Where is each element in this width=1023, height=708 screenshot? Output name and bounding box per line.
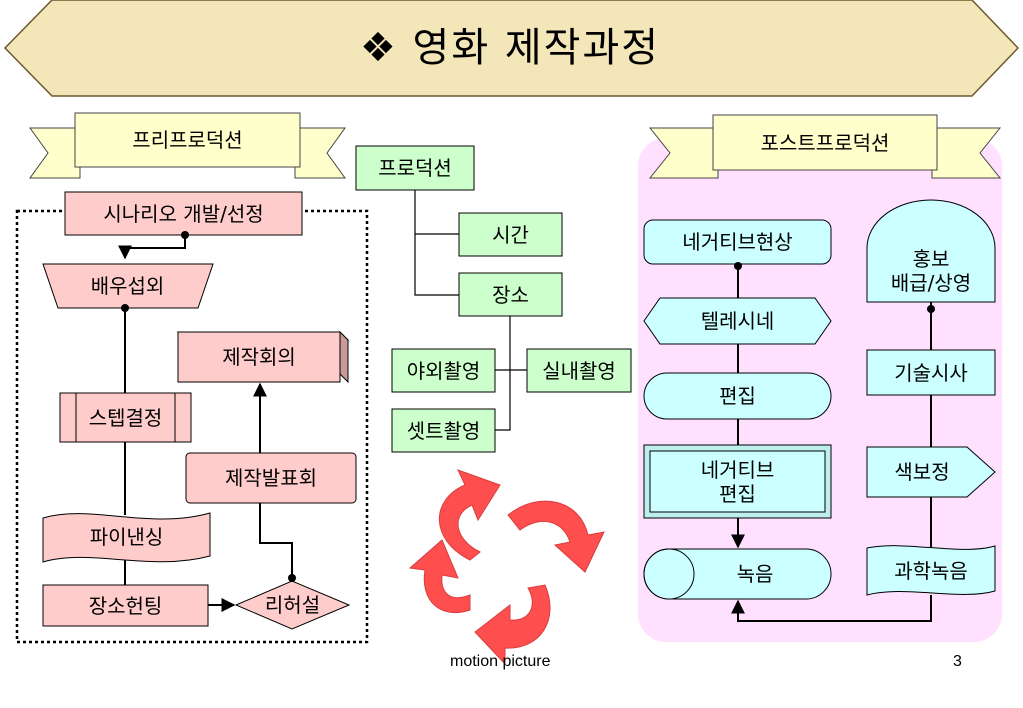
outdoor-label: 야외촬영 (406, 358, 481, 383)
rehearsal-diamond (234, 580, 351, 630)
negative-edit-box (643, 444, 832, 519)
storyboard-process (59, 392, 192, 443)
conn-scenario-casting (118, 235, 186, 260)
casting-label: 배우섭외 (90, 274, 165, 298)
page-number: 3 (953, 653, 962, 670)
indoor-box (526, 348, 632, 393)
production-root-label: 프로덕션 (378, 156, 452, 180)
recording-label: 녹음 (736, 562, 774, 586)
financing-label: 파이낸싱 (89, 525, 164, 549)
color-grading-label: 색보정 (894, 460, 950, 484)
motion-arrows-graphic (408, 469, 605, 666)
indoor-label: 실내촬영 (542, 358, 616, 383)
meeting-label: 제작회의 (222, 345, 296, 369)
outdoor-box (391, 348, 496, 393)
negative-dev-label: 네거티브현상 (682, 230, 793, 254)
pre-production-ribbon-label: 프리프로덕션 (132, 128, 243, 152)
rehearsal-label: 리허설 (264, 593, 321, 617)
location-hunting-label: 장소헌팅 (88, 593, 163, 618)
set-label: 셋트촬영 (406, 418, 481, 443)
promo-delay-shape (866, 199, 996, 303)
telecine-label: 텔레시네 (700, 309, 775, 333)
sci-recording-document (866, 545, 996, 596)
scenario-label: 시나리오 개발/선정 (103, 201, 264, 226)
casting-parallelogram (42, 263, 214, 309)
conn-rehearsal-presentation (259, 503, 293, 581)
tech-screening-label: 기술시사 (894, 360, 968, 385)
place-label: 장소 (492, 282, 529, 307)
telecine-hexagon (643, 297, 832, 345)
financing-document (42, 512, 211, 563)
set-box (391, 408, 496, 453)
recording-storage (643, 548, 832, 600)
promo-label: 홍보 배급/상영 (890, 247, 972, 295)
presentation-label: 제작발표회 (225, 466, 317, 490)
tree-root-line (414, 190, 459, 296)
presentation-box (185, 452, 357, 504)
storyboard-label: 스텝결정 (88, 405, 163, 430)
post-ribbon-shape (648, 114, 1002, 179)
negative-edit-label: 네거티브 편집 (700, 457, 775, 506)
slide-title: ❖ 영화 제작과정 (359, 25, 661, 71)
title-banner (3, 0, 1020, 97)
production-root-box (355, 145, 475, 191)
edit-label: 편집 (719, 384, 756, 408)
color-grading-pentagon (866, 446, 996, 498)
tree-place-line (495, 316, 511, 431)
time-label: 시간 (492, 222, 529, 247)
pre-ribbon-shape (29, 112, 346, 179)
footer-text: motion picture (450, 653, 551, 670)
location-hunting-box (42, 584, 209, 627)
conn-sci-to-recording (731, 595, 932, 622)
time-box (458, 212, 563, 257)
sci-recording-label: 과학녹음 (894, 559, 968, 583)
post-production-ribbon-label: 포스트프로덕션 (760, 130, 890, 155)
meeting-3d-box (176, 330, 350, 384)
